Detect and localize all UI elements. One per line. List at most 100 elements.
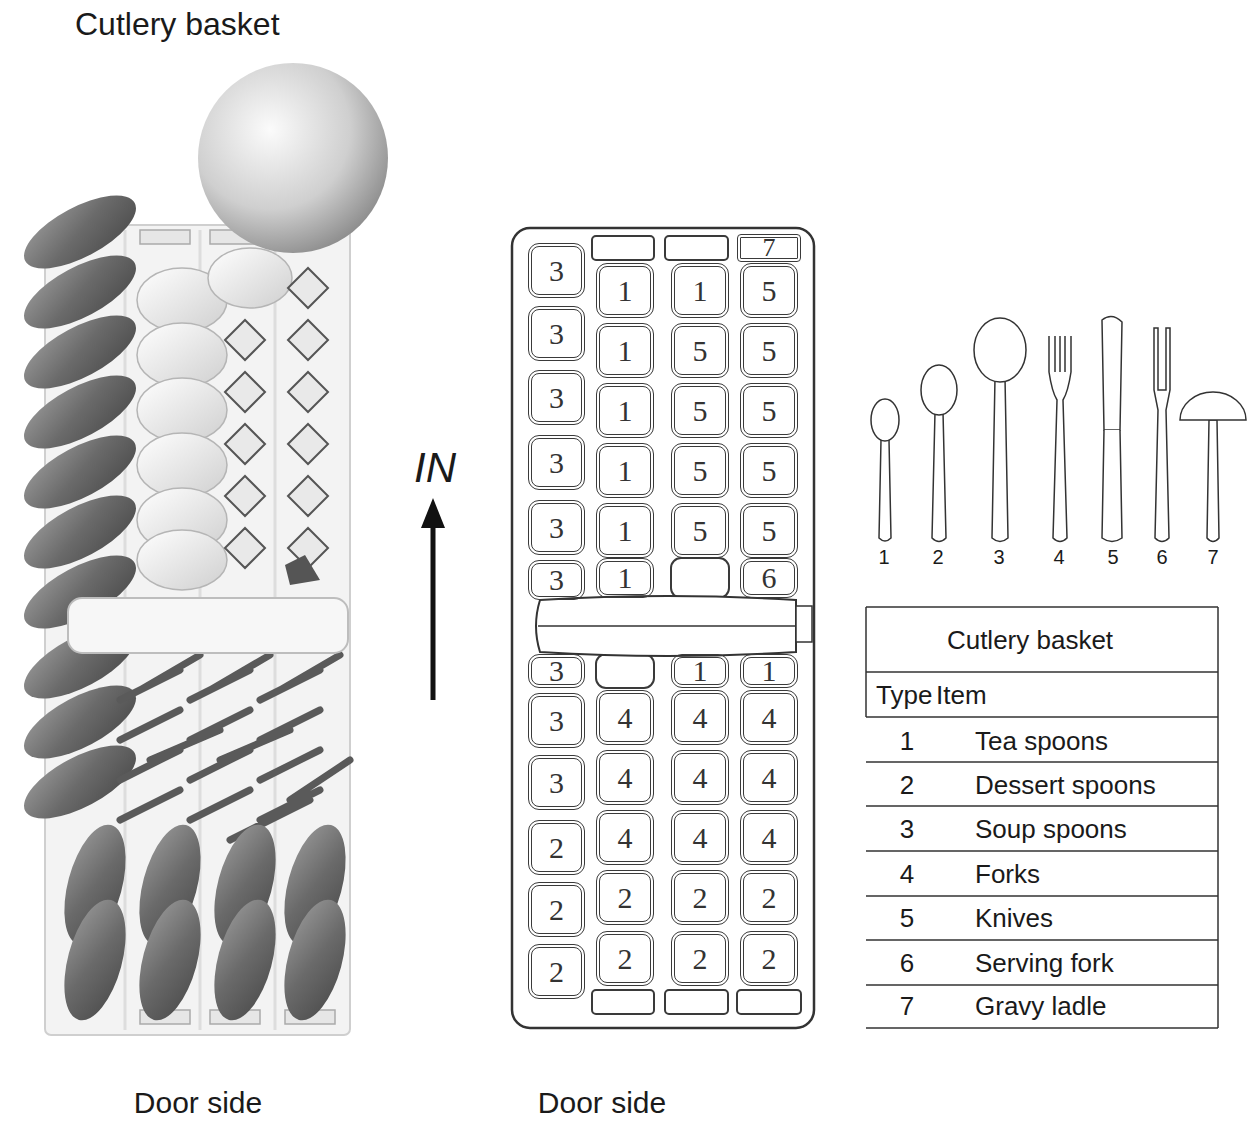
cutlery-slot: 1	[671, 654, 729, 688]
cutlery-slot: 2	[528, 820, 585, 875]
knife-icon	[1102, 430, 1122, 542]
soup-spoon-icon	[974, 318, 1026, 382]
slot-number: 2	[762, 883, 777, 913]
table-cell: 6	[900, 949, 914, 978]
slot-number: 2	[549, 833, 564, 863]
slot-number: 4	[618, 703, 633, 733]
slot-number: 4	[693, 703, 708, 733]
table-cell: 2	[900, 771, 914, 800]
cutlery-slot: 5	[671, 383, 729, 438]
cutlery-slot: 2	[528, 944, 585, 999]
knife-icon	[1102, 316, 1122, 430]
tea-spoon-icon	[879, 440, 891, 541]
table-rule	[866, 607, 1218, 1028]
cutlery-slot: 5	[671, 443, 729, 498]
diagram-title: Cutlery basket	[75, 7, 280, 42]
basket-outline	[512, 228, 814, 1028]
handle-clip	[796, 606, 812, 642]
cutlery-slot: 5	[740, 323, 798, 378]
cutlery-slot: 2	[671, 870, 729, 925]
slot-number: 5	[693, 516, 708, 546]
slot-number: 2	[762, 944, 777, 974]
cutlery-slot: 1	[596, 263, 654, 318]
cutlery-slot: 3	[528, 306, 585, 361]
cutlery-slot: 2	[596, 931, 654, 986]
callout-number: 1	[878, 546, 889, 568]
slot-number: 5	[693, 456, 708, 486]
slot-number: 4	[693, 763, 708, 793]
soup-spoon-icon	[992, 378, 1008, 542]
table-header: Type	[876, 681, 932, 710]
cutlery-slot: 3	[528, 435, 585, 490]
fork-icon	[1049, 336, 1071, 542]
slot-number: 5	[693, 396, 708, 426]
slot-number: 3	[549, 656, 564, 686]
table-cell: Tea spoons	[975, 727, 1108, 756]
empty-slot	[665, 990, 728, 1014]
callout-number: 2	[932, 546, 943, 568]
slot-bar: 7	[737, 234, 801, 262]
cutlery-slot: 5	[740, 503, 798, 558]
table-cell: 5	[900, 904, 914, 933]
table-cell: 4	[900, 860, 914, 889]
callout-number: 5	[1107, 546, 1118, 568]
cutlery-slot: 2	[740, 870, 798, 925]
table-header: Item	[936, 681, 987, 710]
cutlery-slot: 3	[528, 654, 585, 688]
slot-number: 3	[549, 319, 564, 349]
cutlery-slot: 5	[740, 383, 798, 438]
dessert-spoon-icon	[921, 365, 957, 415]
slot-number: 4	[762, 703, 777, 733]
table-cell: Forks	[975, 860, 1040, 889]
slot-number: 3	[549, 383, 564, 413]
empty-slot	[592, 236, 654, 260]
serving-fork-icon	[1154, 328, 1170, 542]
slot-number: 1	[693, 656, 708, 686]
basket-handle	[536, 596, 796, 656]
cutlery-slot: 5	[740, 263, 798, 318]
cutlery-slot: 4	[740, 750, 798, 805]
slot-number: 1	[618, 456, 633, 486]
slot-number: 3	[549, 513, 564, 543]
table-cell: 7	[900, 992, 914, 1021]
serving-fork	[285, 555, 320, 585]
cutlery-slot: 5	[671, 323, 729, 378]
tea-spoon-icon	[871, 399, 899, 441]
empty-slot	[596, 654, 654, 688]
slot-number: 2	[693, 944, 708, 974]
cutlery-slot: 1	[596, 558, 654, 598]
cutlery-slot: 1	[596, 323, 654, 378]
slot-number: 2	[618, 944, 633, 974]
cutlery-slot: 5	[740, 443, 798, 498]
slot-number: 1	[618, 396, 633, 426]
slot-number: 5	[762, 456, 777, 486]
callout-number: 6	[1156, 546, 1167, 568]
cutlery-slot: 4	[740, 690, 798, 745]
dessert-spoon-icon	[932, 412, 946, 542]
cutlery-slot: 3	[528, 243, 585, 298]
cutlery-slot: 4	[740, 810, 798, 865]
slot-number: 3	[549, 706, 564, 736]
cutlery-slot: 2	[671, 931, 729, 986]
slot-number: 5	[762, 276, 777, 306]
gravy-ladle-icon	[1180, 392, 1246, 420]
slot-number: 7	[763, 235, 776, 261]
slot-number: 3	[549, 768, 564, 798]
cutlery-slot: 2	[740, 931, 798, 986]
table-header: Cutlery basket	[947, 626, 1113, 655]
table-cell: Knives	[975, 904, 1053, 933]
slot-number: 4	[693, 823, 708, 853]
table-cell: Serving fork	[975, 949, 1114, 978]
tea-spoon	[137, 530, 227, 590]
slot-number: 4	[762, 763, 777, 793]
cutlery-slot: 1	[671, 263, 729, 318]
table-cell: Gravy ladle	[975, 992, 1107, 1021]
dessert-spoon	[203, 893, 287, 1027]
table-cell: Soup spoons	[975, 815, 1127, 844]
slot-number: 5	[762, 516, 777, 546]
slot-number: 1	[618, 336, 633, 366]
cutlery-slot: 4	[596, 690, 654, 745]
cutlery-slot: 1	[596, 383, 654, 438]
slot-number: 1	[762, 656, 777, 686]
slot-number: 3	[549, 256, 564, 286]
